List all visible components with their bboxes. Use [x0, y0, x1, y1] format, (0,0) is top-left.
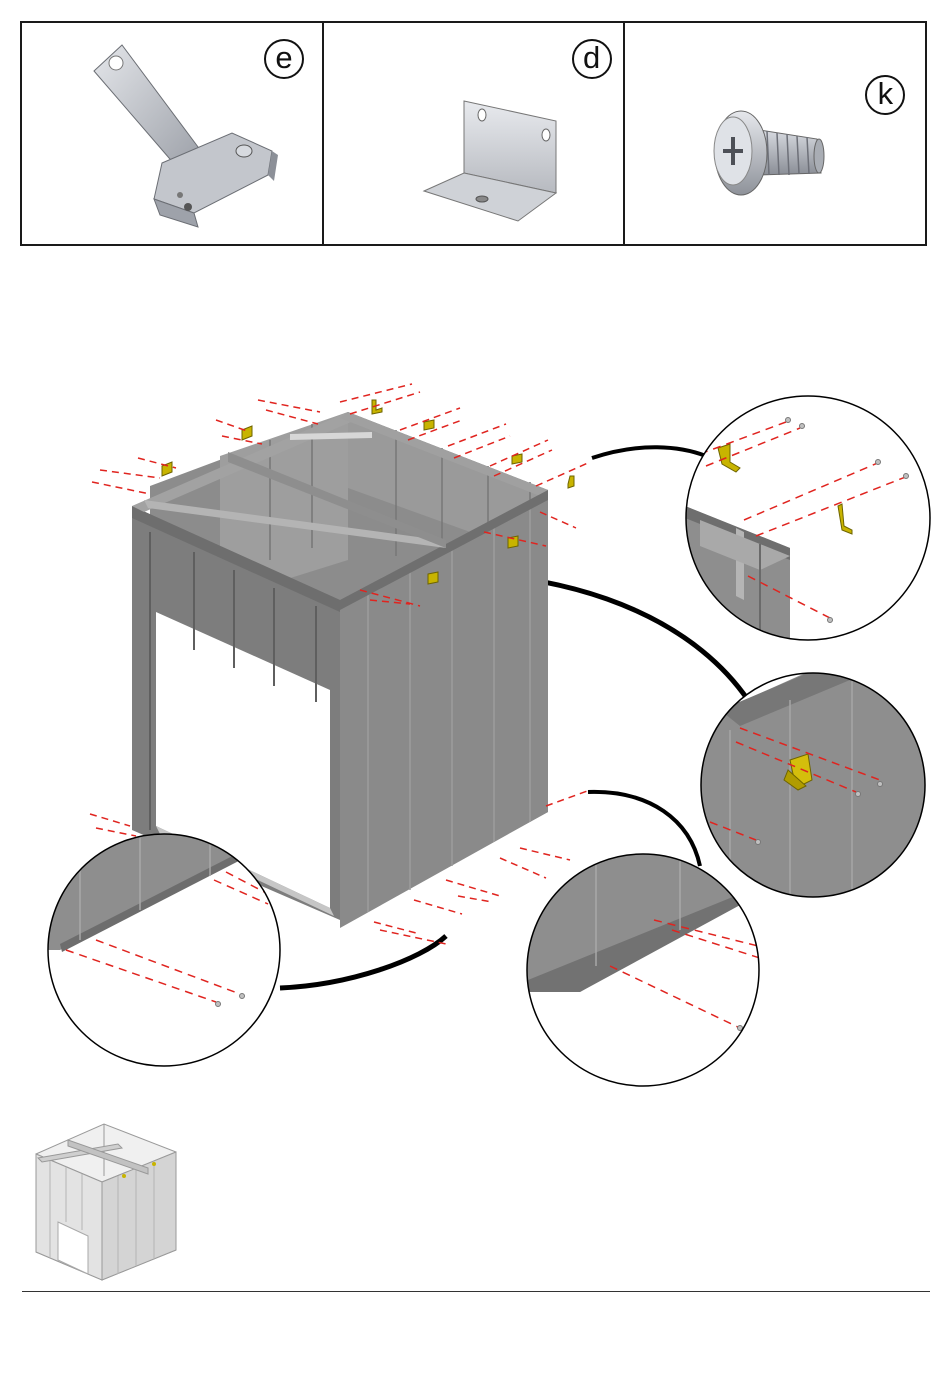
part-cell-e: e: [22, 23, 324, 244]
part-letter: d: [572, 39, 612, 79]
detail-callout-top-right: [680, 396, 930, 660]
screw-icon: [625, 23, 925, 244]
footer-rule: [22, 1291, 930, 1292]
part-cell-d: d: [324, 23, 626, 244]
part-cell-k: k: [625, 23, 925, 244]
shed-frame-icon: [0, 360, 950, 1100]
parts-table: e d: [20, 21, 927, 246]
progress-thumbnail-icon: [28, 1118, 188, 1283]
detail-callout-bottom-middle: [520, 840, 770, 1086]
detail-callout-middle-right: [700, 662, 930, 900]
part-letter: e: [264, 39, 304, 79]
